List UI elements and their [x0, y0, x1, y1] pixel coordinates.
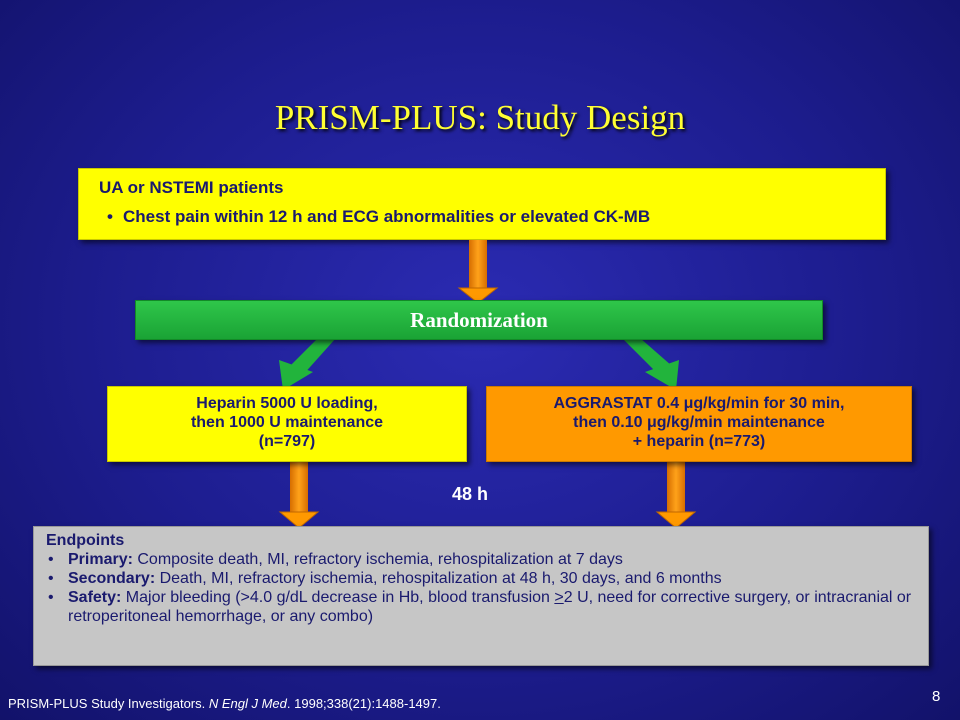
endpoint-safety: •Safety: Major bleeding (>4.0 g/dL decre…	[48, 589, 912, 625]
page-number: 8	[932, 688, 941, 705]
endpoint-secondary-text: Death, MI, refractory ischemia, rehospit…	[155, 570, 722, 587]
endpoint-primary: •Primary: Composite death, MI, refractor…	[48, 551, 623, 568]
aggrastat-arm-line3: + heparin (n=773)	[632, 433, 766, 450]
patients-bullet: •Chest pain within 12 h and ECG abnormal…	[107, 207, 651, 226]
endpoint-safety-ge-symbol: >	[554, 589, 564, 606]
patients-heading: UA or NSTEMI patients	[99, 178, 284, 197]
endpoint-secondary: •Secondary: Death, MI, refractory ischem…	[48, 570, 722, 587]
randomization-bar: Randomization	[135, 300, 823, 340]
aggrastat-arm-box: AGGRASTAT 0.4 μg/kg/min for 30 min, then…	[486, 386, 912, 462]
citation-authors: PRISM-PLUS Study Investigators.	[8, 696, 209, 711]
duration-label: 48 h	[452, 484, 489, 504]
patients-criteria: Chest pain within 12 h and ECG abnormali…	[123, 207, 651, 226]
arrow-to-heparin-arm	[279, 338, 336, 390]
endpoints-heading: Endpoints	[46, 532, 125, 549]
arrow-to-aggrastat-arm	[622, 338, 679, 390]
endpoint-primary-label: Primary:	[68, 551, 133, 568]
heparin-arm-box: Heparin 5000 U loading, then 1000 U main…	[107, 386, 467, 462]
arrow-to-randomization	[457, 240, 499, 304]
citation-journal: N Engl J Med	[208, 696, 287, 711]
aggrastat-arm-line1: AGGRASTAT 0.4 μg/kg/min for 30 min,	[553, 395, 845, 412]
endpoint-safety-label: Safety:	[68, 589, 122, 606]
endpoint-safety-text-a: Major bleeding (>4.0 g/dL decrease in Hb…	[121, 589, 555, 606]
aggrastat-arm-line2: then 0.10 μg/kg/min maintenance	[573, 414, 825, 431]
citation: PRISM-PLUS Study Investigators. N Engl J…	[8, 696, 441, 711]
citation-details: . 1998;338(21):1488-1497.	[286, 696, 441, 711]
arrow-heparin-to-endpoints	[278, 462, 320, 529]
endpoint-safety-text-b: 2 U, need for corrective surgery, or int…	[68, 589, 912, 625]
heparin-arm-line2: then 1000 U maintenance	[190, 414, 384, 431]
endpoint-secondary-label: Secondary:	[68, 570, 156, 587]
arrow-aggrastat-to-endpoints	[655, 462, 697, 529]
endpoint-primary-text: Composite death, MI, refractory ischemia…	[132, 551, 623, 568]
heparin-arm-line1: Heparin 5000 U loading,	[196, 395, 378, 412]
heparin-arm-line3: (n=797)	[258, 433, 316, 450]
slide-title: PRISM-PLUS: Study Design	[274, 98, 686, 137]
patients-box: UA or NSTEMI patients •Chest pain within…	[78, 168, 886, 240]
endpoints-box: Endpoints •Primary: Composite death, MI,…	[33, 526, 929, 666]
